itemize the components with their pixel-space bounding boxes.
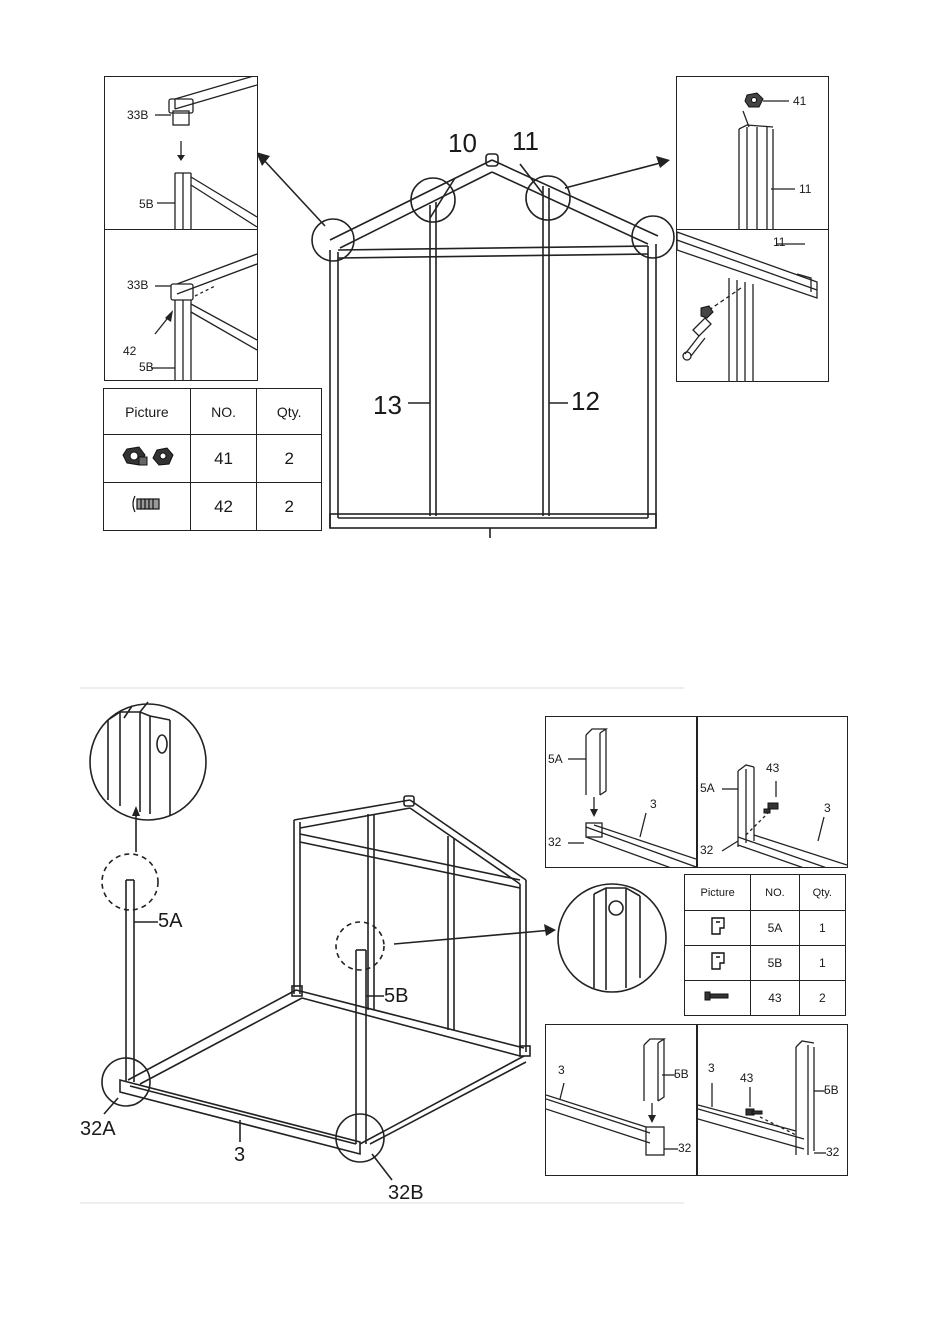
table-row: 5A 1 bbox=[685, 911, 846, 946]
label-part-32b: 32B bbox=[388, 1182, 424, 1205]
label-part-5b: 5B bbox=[674, 1067, 689, 1081]
detail-panel-5a-insert: 5A 3 32 bbox=[545, 716, 697, 868]
detail-drawing-5a-over-32 bbox=[546, 717, 696, 867]
label-part-3: 3 bbox=[824, 801, 831, 815]
table-header-qty: Qty. bbox=[799, 875, 845, 911]
label-part-32: 32 bbox=[678, 1141, 691, 1155]
table-row: 5B 1 bbox=[685, 946, 846, 981]
table-header-no: NO. bbox=[751, 875, 799, 911]
label-part-32a: 32A bbox=[80, 1118, 116, 1141]
table-cell-no: 5B bbox=[751, 946, 799, 981]
detail-panel-5b-insert: 3 5B 32 bbox=[545, 1024, 697, 1176]
label-part-5b: 5B bbox=[824, 1083, 839, 1097]
table-cell-qty: 2 bbox=[799, 981, 845, 1016]
table-cell-qty: 1 bbox=[799, 911, 845, 946]
label-part-3: 3 bbox=[708, 1061, 715, 1075]
table-cell-no: 43 bbox=[751, 981, 799, 1016]
label-part-3: 3 bbox=[558, 1063, 565, 1077]
table-header-picture: Picture bbox=[685, 875, 751, 911]
detail-drawing-5a-screw-43 bbox=[698, 717, 847, 867]
label-part-43: 43 bbox=[766, 761, 779, 775]
label-part-5a: 5A bbox=[158, 910, 182, 933]
table-cell-no: 5A bbox=[751, 911, 799, 946]
profile-5b-icon bbox=[685, 946, 751, 981]
table-cell-qty: 1 bbox=[799, 946, 845, 981]
label-part-3: 3 bbox=[234, 1144, 245, 1167]
label-part-32: 32 bbox=[700, 843, 713, 857]
detail-panel-5a-fastened: 43 5A 3 32 bbox=[697, 716, 848, 868]
profile-5a-icon bbox=[685, 911, 751, 946]
table-row: 43 2 bbox=[685, 981, 846, 1016]
label-part-32: 32 bbox=[826, 1145, 839, 1159]
parts-table-bottom: Picture NO. Qty. 5A 1 5B 1 43 2 bbox=[684, 874, 846, 1016]
label-part-32: 32 bbox=[548, 835, 561, 849]
label-part-5b: 5B bbox=[384, 985, 408, 1008]
label-part-3: 3 bbox=[650, 797, 657, 811]
detail-panel-5b-fastened: 3 43 5B 32 bbox=[697, 1024, 848, 1176]
label-part-5a: 5A bbox=[700, 781, 715, 795]
screw-icon bbox=[685, 981, 751, 1016]
detail-drawing-5b-over-32 bbox=[546, 1025, 696, 1175]
label-part-5a: 5A bbox=[548, 752, 563, 766]
detail-drawing-5b-screw-43 bbox=[698, 1025, 847, 1175]
label-part-43: 43 bbox=[740, 1071, 753, 1085]
